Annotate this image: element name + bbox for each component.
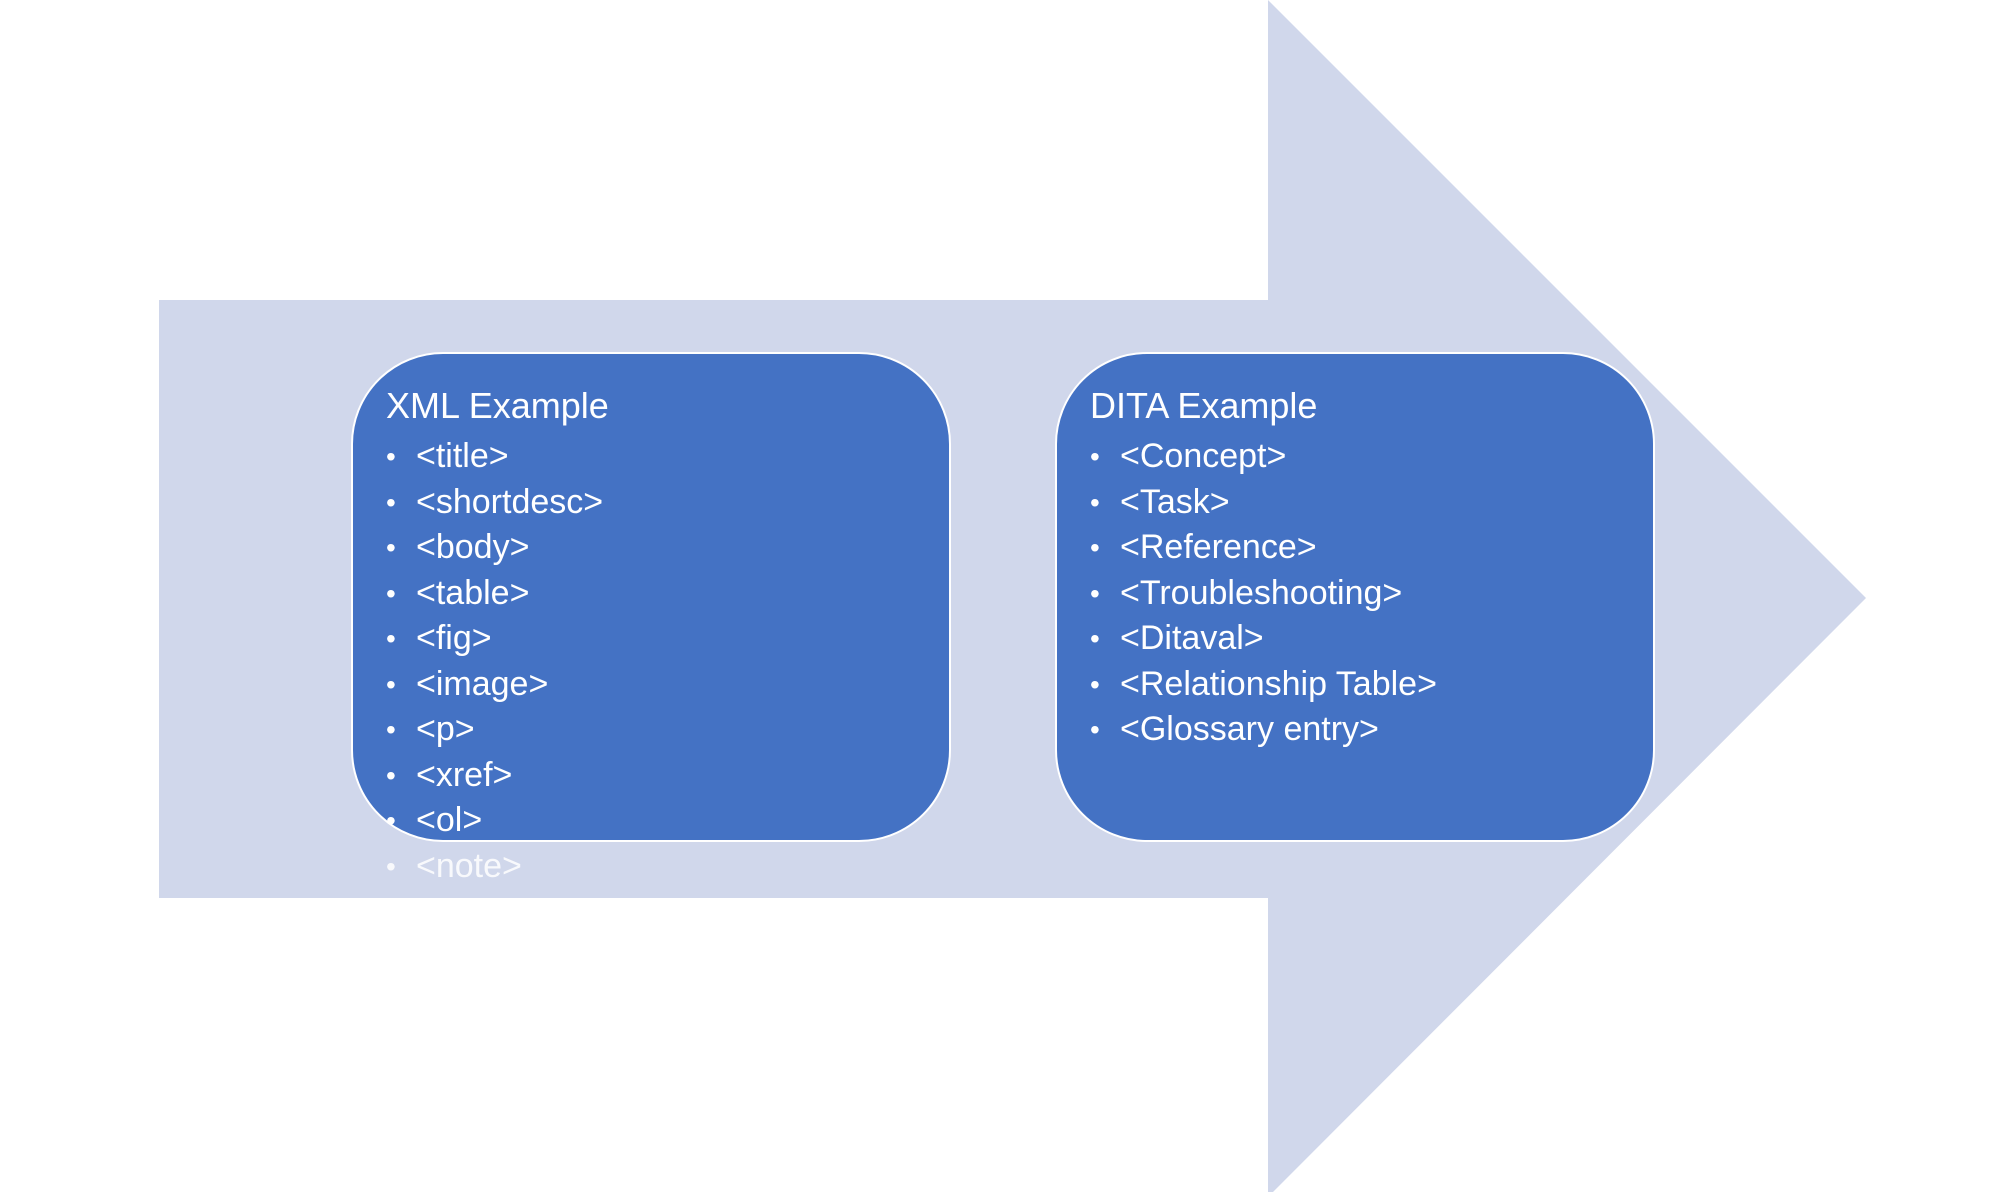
list-item: •<Task> [1090,480,1437,526]
dita-example-box [1055,352,1655,842]
bullet-icon: • [1090,714,1100,745]
bullet-icon: • [386,486,396,518]
bullet-icon: • [1090,532,1100,563]
list-item: •<Troubleshooting> [1090,571,1437,617]
dita-example-title: DITA Example [1090,385,1318,426]
list-item: •<fig> [386,616,609,662]
xml-example-content: XML Example •<title> •<shortdesc> •<body… [386,382,609,889]
list-item: •<body> [386,525,609,571]
list-item: •<Relationship Table> [1090,662,1437,708]
bullet-icon: • [386,668,396,700]
xml-example-title: XML Example [386,385,609,426]
list-item: •<xref> [386,753,609,799]
bullet-icon: • [386,805,396,836]
bullet-icon: • [386,714,396,745]
bullet-icon: • [386,532,396,563]
bullet-icon: • [386,850,396,882]
arrow-shape [159,0,1866,1192]
list-item: •<p> [386,707,609,753]
bullet-icon: • [1090,577,1100,609]
list-item: •<Ditaval> [1090,616,1437,662]
bullet-icon: • [386,577,396,609]
bullet-icon: • [1090,623,1100,654]
list-item: •<table> [386,571,609,617]
bullet-icon: • [1090,486,1100,518]
list-item: •<Glossary entry> [1090,707,1437,753]
bullet-icon: • [386,759,396,791]
bullet-icon: • [1090,441,1100,472]
xml-example-box [351,352,951,842]
list-item: •<title> [386,434,609,480]
list-item: •<image> [386,662,609,708]
list-item: •<note> [386,844,609,890]
list-item: •<shortdesc> [386,480,609,526]
xml-example-list: •<title> •<shortdesc> •<body> •<table> •… [386,434,609,889]
list-item: •<ol> [386,798,609,844]
dita-example-content: DITA Example •<Concept> •<Task> •<Refere… [1090,382,1437,753]
bullet-icon: • [1090,668,1100,700]
list-item: •<Concept> [1090,434,1437,480]
bullet-icon: • [386,441,396,472]
list-item: •<Reference> [1090,525,1437,571]
dita-example-list: •<Concept> •<Task> •<Reference> •<Troubl… [1090,434,1437,753]
bullet-icon: • [386,623,396,654]
